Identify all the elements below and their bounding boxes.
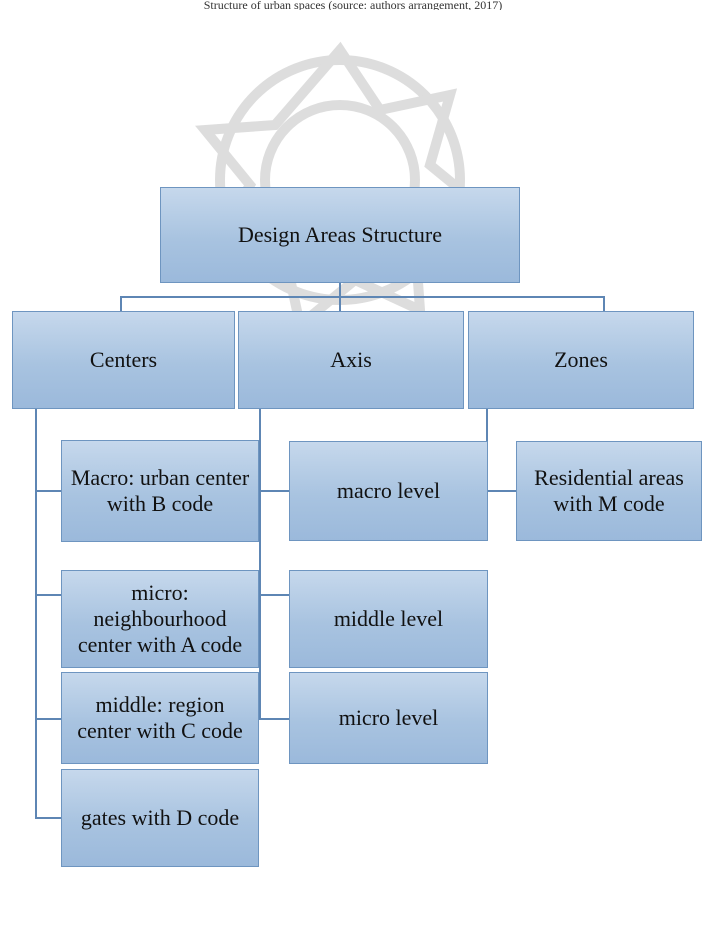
- connector-center-middle: [35, 718, 61, 720]
- connector-axis-spine: [259, 409, 261, 720]
- connector-center-micro: [35, 594, 61, 596]
- connector-centers-spine: [35, 409, 37, 818]
- node-zone-residential: Residential areas with M code: [516, 441, 702, 541]
- caption-fragment: Structure of urban spaces (source: autho…: [203, 0, 503, 10]
- node-center-macro: Macro: urban center with B code: [61, 440, 259, 542]
- node-zones: Zones: [468, 311, 694, 409]
- node-centers: Centers: [12, 311, 235, 409]
- connector-zones-up: [603, 296, 605, 311]
- connector-centers-up: [120, 296, 122, 311]
- connector-center-macro: [35, 490, 61, 492]
- connector-axis-macro: [259, 490, 289, 492]
- connector-axis-up: [339, 296, 341, 311]
- node-axis-macro: macro level: [289, 441, 488, 541]
- node-center-micro: micro: neighbourhood center with A code: [61, 570, 259, 668]
- connector-level1-bus: [120, 296, 605, 298]
- connector-zone-residential: [486, 490, 516, 492]
- node-center-middle: middle: region center with C code: [61, 672, 259, 764]
- node-center-gates: gates with D code: [61, 769, 259, 867]
- connector-root-down: [339, 283, 341, 297]
- connector-axis-middle: [259, 594, 289, 596]
- node-axis: Axis: [238, 311, 464, 409]
- connector-axis-micro: [259, 718, 289, 720]
- node-design-areas-structure: Design Areas Structure: [160, 187, 520, 283]
- node-axis-middle: middle level: [289, 570, 488, 668]
- connector-center-gates: [35, 817, 61, 819]
- node-axis-micro: micro level: [289, 672, 488, 764]
